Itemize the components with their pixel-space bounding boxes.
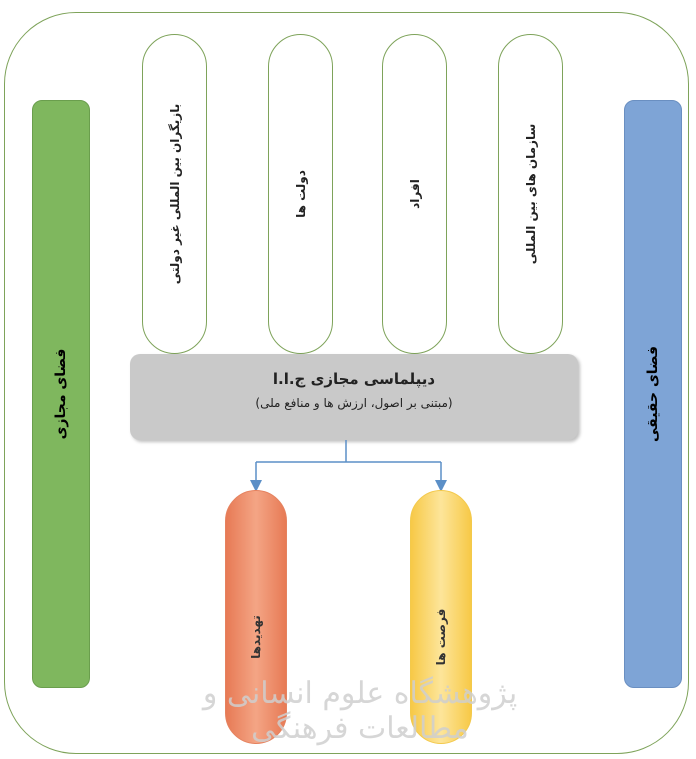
opportunities-pill: فرصت ها — [410, 490, 472, 744]
watermark-text: پژوهشگاه علوم انسانی و مطالعات فرهنگی — [202, 676, 518, 746]
actor-non-state-international: بازیگران بین المللی غیر دولتی — [142, 34, 207, 354]
real-space-bar: فضای حقیقی — [624, 100, 682, 688]
actor-international-organizations: سازمان های بین المللی — [498, 34, 563, 354]
center-title: دیپلماسی مجازی ج.ا.ا — [272, 370, 436, 388]
actor-individuals: افراد — [382, 34, 447, 354]
virtual-diplomacy-box: دیپلماسی مجازی ج.ا.ا (مبتنی بر اصول، ارز… — [130, 354, 578, 440]
threats-label: تهدیدها — [249, 615, 263, 659]
center-subtitle: (مبتنی بر اصول، ارزش ها و منافع ملی) — [255, 396, 453, 410]
opportunities-label: فرصت ها — [434, 608, 448, 666]
outer-frame — [4, 12, 689, 754]
threats-pill: تهدیدها — [225, 490, 287, 744]
virtual-space-bar: فضای مجازی — [32, 100, 90, 688]
actor-governments: دولت ها — [268, 34, 333, 354]
